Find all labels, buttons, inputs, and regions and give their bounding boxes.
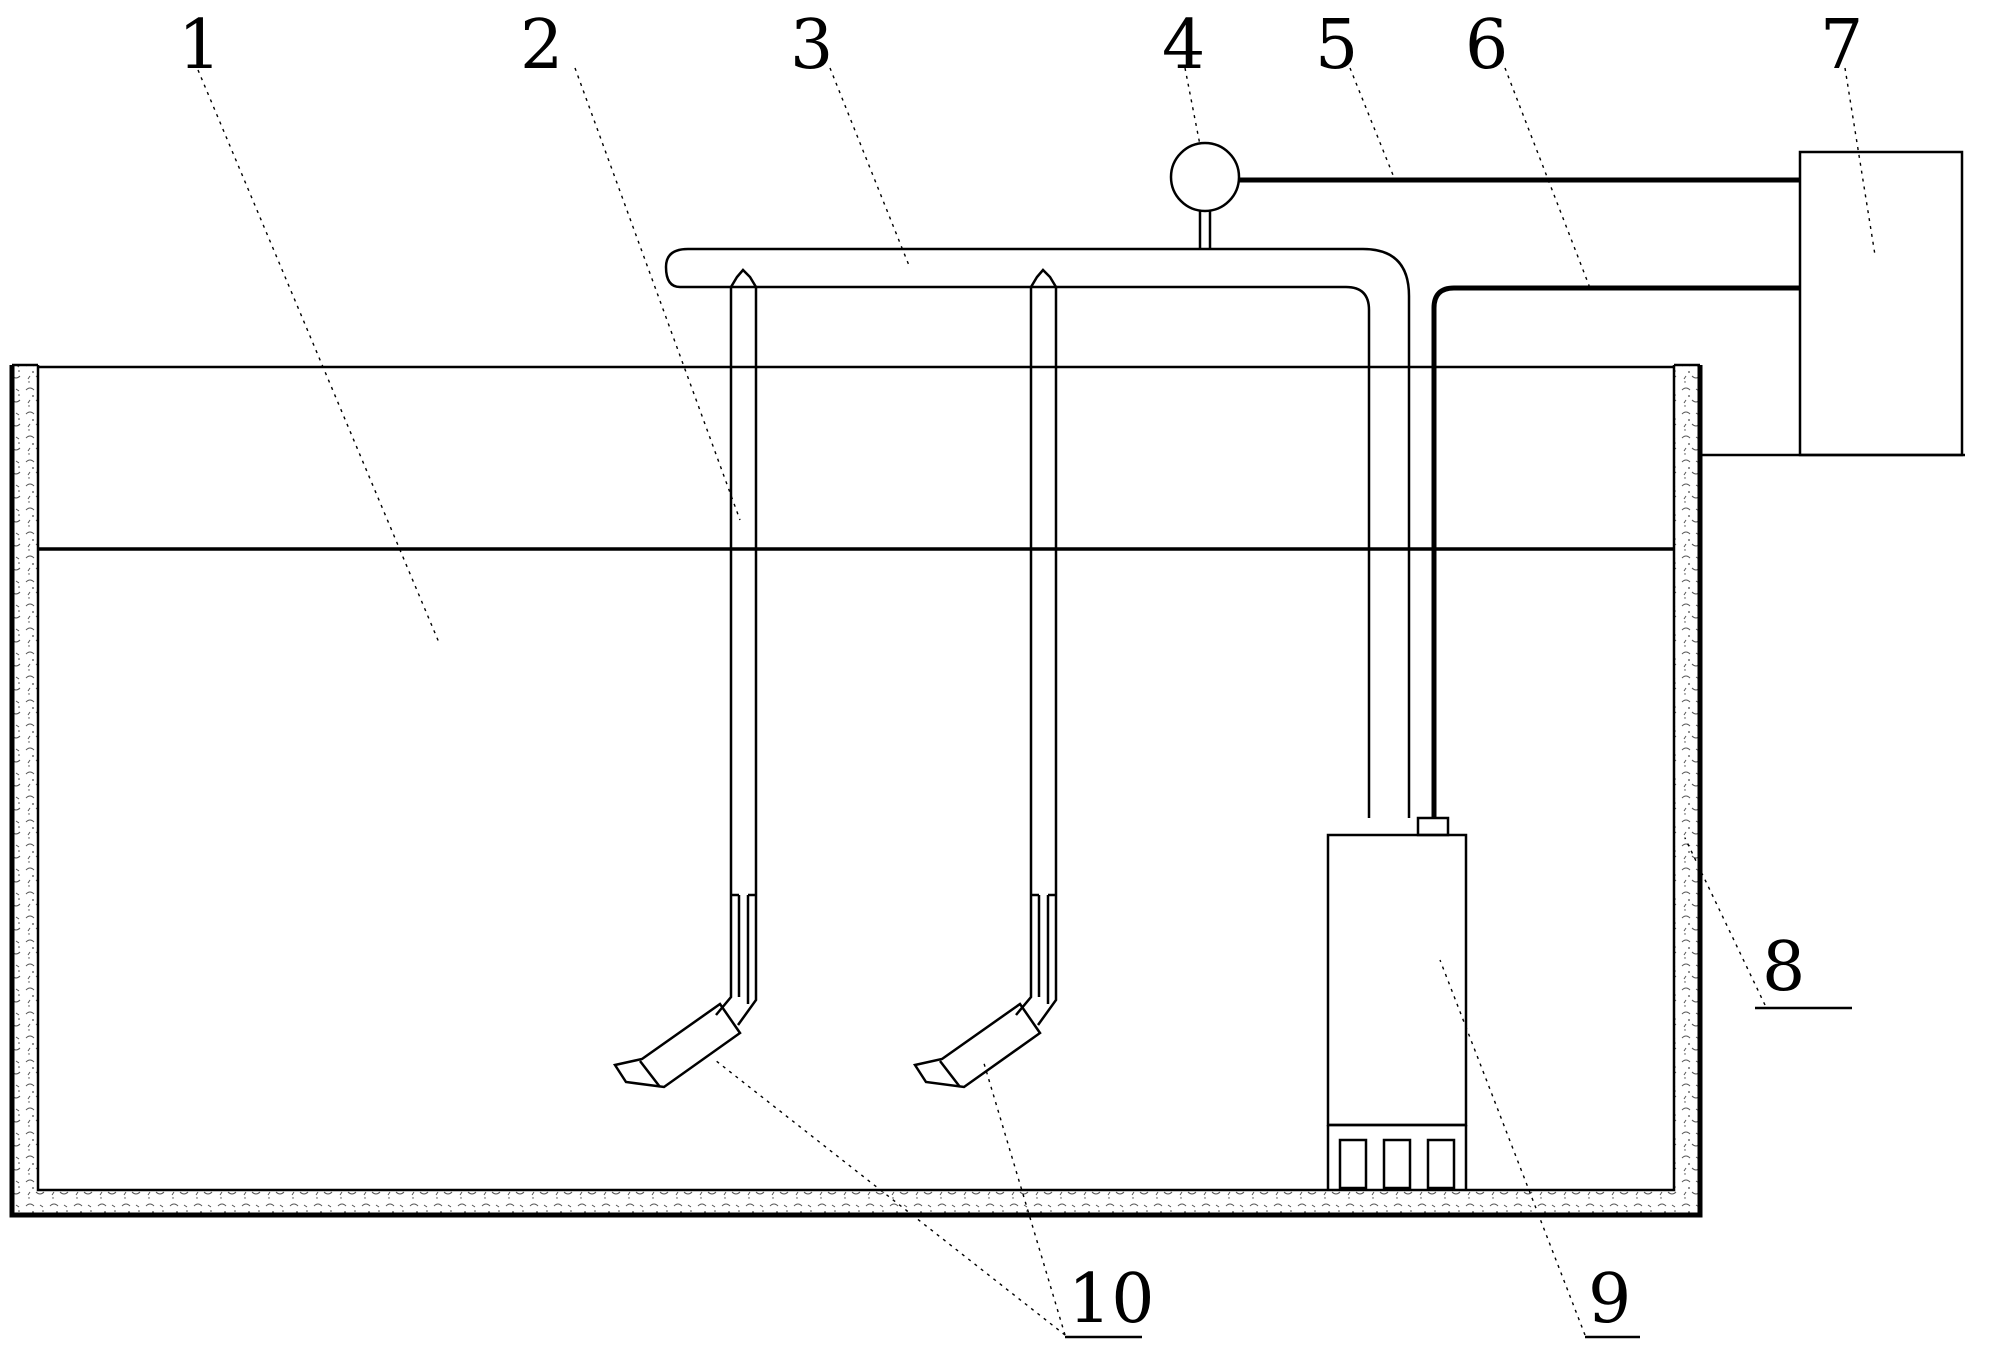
label-8: 8: [1762, 928, 1805, 1007]
leader-2: [574, 67, 741, 521]
control-box: [1798, 150, 1964, 457]
label-7: 7: [1820, 6, 1863, 85]
label-10: 10: [1068, 1260, 1155, 1339]
label-5: 5: [1315, 6, 1358, 85]
leader-9: [1439, 959, 1586, 1336]
leader-7: [1844, 67, 1876, 256]
nozzle-1: [612, 1002, 742, 1089]
branch-pipe-2: [1015, 268, 1058, 1026]
label-2: 2: [520, 6, 563, 85]
label-9: 9: [1588, 1260, 1631, 1339]
tank-wall: [9, 363, 1703, 1218]
label-6: 6: [1465, 6, 1508, 85]
leader-4: [1184, 67, 1201, 146]
main-header-pipe: [664, 247, 1411, 818]
leader-1: [197, 69, 441, 646]
branch-pipe-1: [715, 268, 758, 1026]
submersible-pump: [1326, 816, 1468, 1190]
leader-3: [829, 67, 911, 269]
leader-10a: [714, 1059, 1066, 1336]
pressure-gauge: [1169, 141, 1241, 249]
leader-8: [1684, 837, 1766, 1006]
power-cable: [1431, 285, 1800, 818]
label-3: 3: [790, 6, 833, 85]
label-1: 1: [178, 6, 221, 85]
label-4: 4: [1162, 6, 1205, 85]
nozzle-2: [912, 1002, 1042, 1089]
